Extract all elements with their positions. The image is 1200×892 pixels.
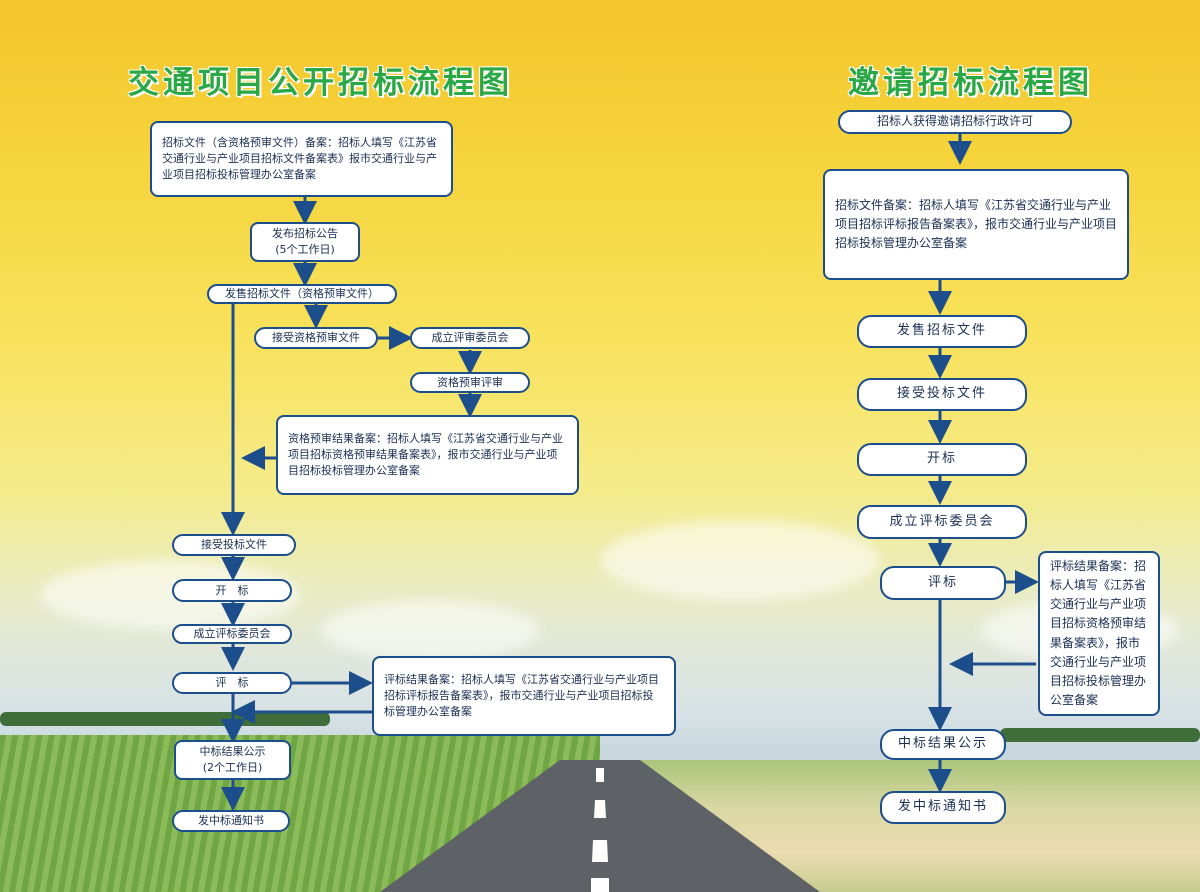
right-eval-filing-box: 评标结果备案：招标人填写《江苏省交通行业与产业项目招标资格预审结果备案表》，报市… <box>1038 551 1160 716</box>
left-prequal-committee-box: 成立评审委员会 <box>410 327 530 349</box>
right-eval-filing-text: 评标结果备案：招标人填写《江苏省交通行业与产业项目招标资格预审结果备案表》，报市… <box>1050 558 1147 708</box>
right-open-bids-label: 开标 <box>926 451 957 467</box>
prequal-review-label: 资格预审评审 <box>437 375 503 389</box>
left-diagram-title: 交通项目公开招标流程图 <box>128 65 513 101</box>
right-eval-committee-box: 成立评标委员会 <box>857 505 1027 539</box>
right-sell-docs-box: 发售招标文件 <box>857 315 1027 348</box>
left-notice-box: 发中标通知书 <box>172 810 290 832</box>
cloud <box>600 520 880 600</box>
eval-filing-text: 评标结果备案：招标人填写《江苏省交通行业与产业项目招标评标报告备案表》，报市交通… <box>384 673 659 718</box>
left-eval-filing-box: 评标结果备案：招标人填写《江苏省交通行业与产业项目招标评标报告备案表》，报市交通… <box>372 656 676 736</box>
left-prequal-filing-box: 资格预审结果备案：招标人填写《江苏省交通行业与产业项目招标资格预审结果备案表》，… <box>276 415 579 495</box>
notice-label: 发中标通知书 <box>198 814 264 828</box>
right-evaluate-box: 评标 <box>880 566 1006 600</box>
right-doc-filing-box: 招标文件备案：招标人填写《江苏省交通行业与产业项目招标评标报告备案表》，报市交通… <box>823 169 1129 280</box>
right-receive-bids-box: 接受投标文件 <box>857 378 1027 411</box>
right-publicity-label: 中标结果公示 <box>897 736 988 752</box>
right-notice-label: 发中标通知书 <box>897 799 988 815</box>
right-permit-box: 招标人获得邀请招标行政许可 <box>838 110 1072 134</box>
left-publicity-box: 中标结果公示 (2个工作日) <box>174 740 291 780</box>
receive-prequal-label: 接受资格预审文件 <box>272 331 360 345</box>
prequal-committee-label: 成立评审委员会 <box>431 331 509 345</box>
receive-bids-label: 接受投标文件 <box>201 538 267 552</box>
left-evaluate-box: 评 标 <box>172 672 292 694</box>
left-open-bids-box: 开 标 <box>172 579 292 602</box>
left-doc-filing-text: 招标文件（含资格预审文件）备案：招标人填写《江苏省交通行业与产业项目招标文件备案… <box>162 136 437 181</box>
right-publicity-box: 中标结果公示 <box>880 729 1006 760</box>
publicity-label: 中标结果公示 <box>199 745 266 759</box>
right-open-bids-box: 开标 <box>857 443 1027 476</box>
left-sell-docs-box: 发售招标文件（资格预审文件） <box>207 284 397 304</box>
left-eval-committee-box: 成立评标委员会 <box>172 624 292 644</box>
announce-label: 发布招标公告 <box>272 227 338 241</box>
permit-label: 招标人获得邀请招标行政许可 <box>876 114 1033 129</box>
evaluate-label: 评 标 <box>215 676 249 690</box>
left-receive-bids-box: 接受投标文件 <box>172 534 296 556</box>
right-receive-bids-label: 接受投标文件 <box>896 386 987 402</box>
publicity-duration: (2个工作日) <box>202 761 263 774</box>
road <box>380 760 820 892</box>
right-sell-docs-label: 发售招标文件 <box>896 323 987 339</box>
left-doc-filing-box: 招标文件（含资格预审文件）备案：招标人填写《江苏省交通行业与产业项目招标文件备案… <box>150 121 453 197</box>
open-bids-label: 开 标 <box>215 583 249 597</box>
right-evaluate-label: 评标 <box>927 574 958 590</box>
left-receive-prequal-box: 接受资格预审文件 <box>254 327 378 349</box>
tree-line <box>1000 728 1200 742</box>
right-notice-box: 发中标通知书 <box>880 791 1006 824</box>
cloud <box>320 600 540 660</box>
right-eval-committee-label: 成立评标委员会 <box>889 513 995 529</box>
announce-duration: (5个工作日) <box>275 243 335 256</box>
prequal-filing-text: 资格预审结果备案：招标人填写《江苏省交通行业与产业项目招标资格预审结果备案表》，… <box>288 432 563 477</box>
right-diagram-title: 邀请招标流程图 <box>848 65 1093 101</box>
left-announce-box: 发布招标公告 (5个工作日) <box>250 222 360 262</box>
left-prequal-review-box: 资格预审评审 <box>410 372 530 393</box>
eval-committee-label: 成立评标委员会 <box>193 627 271 641</box>
sell-docs-label: 发售招标文件（资格预审文件） <box>225 287 379 301</box>
right-filing-text: 招标文件备案：招标人填写《江苏省交通行业与产业项目招标评标报告备案表》，报市交通… <box>835 197 1118 251</box>
